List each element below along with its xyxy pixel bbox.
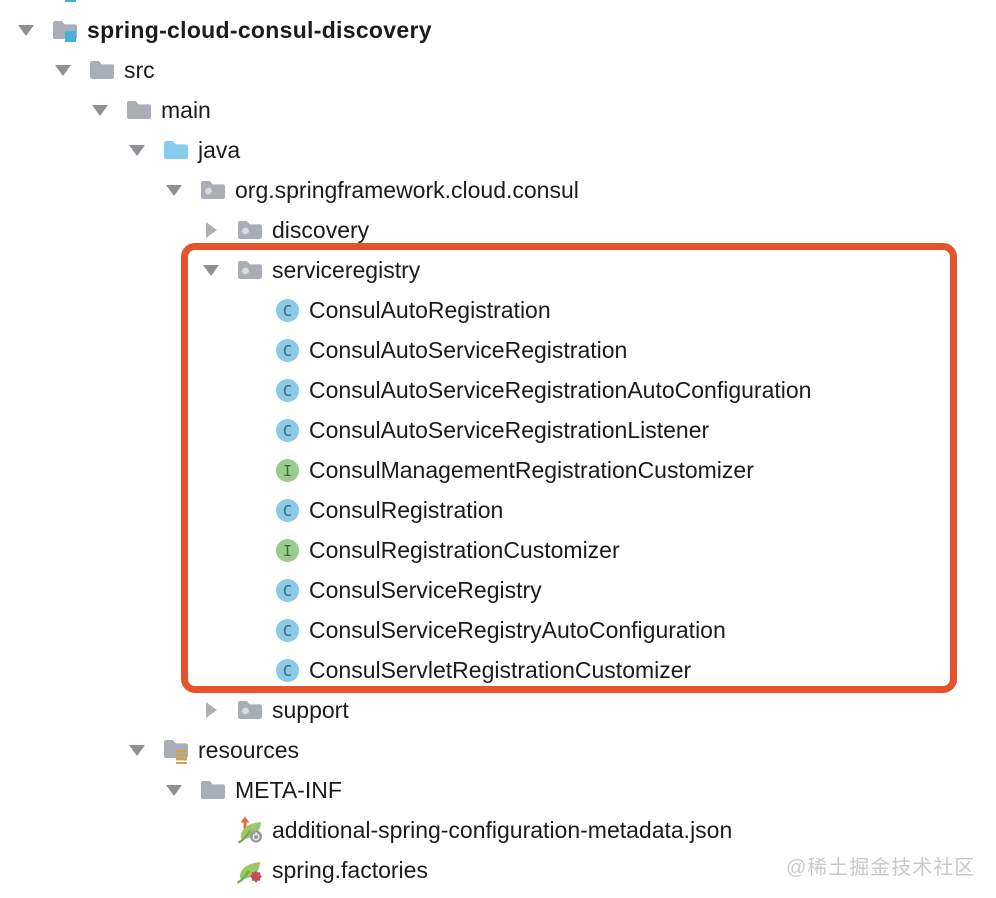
expand-arrow-icon[interactable] (203, 265, 237, 276)
svg-text:C: C (282, 301, 291, 319)
tree-item-org-springframework-cloud-consul[interactable]: org.springframework.cloud.consul (0, 170, 811, 210)
svg-text:C: C (282, 341, 291, 359)
tree-item-src[interactable]: src (0, 50, 811, 90)
tree-item-additional-spring-configuration-metadata-json[interactable]: additional-spring-configuration-metadata… (0, 810, 811, 850)
tree-item-label: spring.factories (272, 857, 428, 883)
tree-item-clipped-top-row[interactable] (0, 0, 811, 10)
svg-text:C: C (282, 421, 291, 439)
tree-item-consulregistrationcustomizer[interactable]: I ConsulRegistrationCustomizer (0, 530, 811, 570)
folder-icon (89, 57, 115, 84)
expand-arrow-icon[interactable] (166, 185, 200, 196)
tree-item-consulautoserviceregistrationautoconfiguration[interactable]: C ConsulAutoServiceRegistrationAutoConfig… (0, 370, 811, 410)
tree-item-label: META-INF (235, 777, 342, 803)
tree-item-label: spring-cloud-consul-discovery (87, 17, 432, 43)
tree-item-label: serviceregistry (272, 257, 421, 283)
svg-text:I: I (282, 541, 291, 559)
tree-item-label: ConsulServiceRegistryAutoConfiguration (309, 617, 726, 643)
tree-item-label: java (198, 137, 241, 163)
tree-item-support[interactable]: support (0, 690, 811, 730)
tree-item-label: org.springframework.cloud.consul (235, 177, 579, 203)
class-icon: C (274, 617, 300, 644)
svg-text:C: C (282, 501, 291, 519)
tree-item-label: ConsulServiceRegistry (309, 577, 542, 603)
tree-item-label: ConsulAutoServiceRegistrationListener (309, 417, 710, 443)
tree-item-label: ConsulServletRegistrationCustomizer (309, 657, 692, 683)
tree-item-label: support (272, 697, 349, 723)
spring-leaf-star-icon (237, 857, 263, 884)
tree-item-label: additional-spring-configuration-metadata… (272, 817, 733, 843)
svg-text:C: C (282, 661, 291, 679)
module-folder-icon (52, 17, 78, 44)
tree-item-spring-factories[interactable]: spring.factories (0, 850, 811, 890)
expand-arrow-icon[interactable] (18, 25, 52, 36)
svg-text:I: I (282, 461, 291, 479)
source-folder-icon (163, 137, 189, 164)
tree-item-label: ConsulRegistration (309, 497, 504, 523)
tree-item-label: main (161, 97, 211, 123)
folder-icon (200, 777, 226, 804)
expand-arrow-icon[interactable] (166, 785, 200, 796)
tree-item-serviceregistry[interactable]: serviceregistry (0, 250, 811, 290)
tree-item-resources[interactable]: resources (0, 730, 811, 770)
folder-icon (126, 97, 152, 124)
class-icon: C (274, 497, 300, 524)
watermark: @稀土掘金技术社区 (786, 857, 976, 879)
tree-item-consulmanagementregistrationcustomizer[interactable]: I ConsulManagementRegistrationCustomizer (0, 450, 811, 490)
expand-arrow-icon[interactable] (129, 745, 163, 756)
class-icon: C (274, 337, 300, 364)
tree-item-label: ConsulAutoRegistration (309, 297, 551, 323)
tree-item-consulserviceregistry[interactable]: C ConsulServiceRegistry (0, 570, 811, 610)
tree-item-consulautoserviceregistration[interactable]: C ConsulAutoServiceRegistration (0, 330, 811, 370)
tree-item-meta-inf[interactable]: META-INF (0, 770, 811, 810)
tree-item-consulautoregistration[interactable]: C ConsulAutoRegistration (0, 290, 811, 330)
tree-item-spring-cloud-consul-discovery[interactable]: spring-cloud-consul-discovery (0, 10, 811, 50)
tree-item-consulregistration[interactable]: C ConsulRegistration (0, 490, 811, 530)
svg-text:C: C (282, 621, 291, 639)
expand-arrow-icon[interactable] (92, 105, 126, 116)
tree-item-main[interactable]: main (0, 90, 811, 130)
expand-arrow-icon[interactable] (55, 65, 89, 76)
collapse-arrow-icon[interactable] (203, 222, 237, 238)
svg-text:C: C (282, 381, 291, 399)
tree-item-label: src (124, 57, 155, 83)
tree-item-java[interactable]: java (0, 130, 811, 170)
resources-folder-icon (163, 737, 189, 764)
class-icon: C (274, 657, 300, 684)
collapse-arrow-icon[interactable] (203, 702, 237, 718)
package-icon (200, 177, 226, 204)
package-icon (237, 257, 263, 284)
tree-item-label: ConsulManagementRegistrationCustomizer (309, 457, 754, 483)
tree-item-consulservletregistrationcustomizer[interactable]: C ConsulServletRegistrationCustomizer (0, 650, 811, 690)
tree-item-label: discovery (272, 217, 370, 243)
package-icon (237, 217, 263, 244)
spring-leaf-gear-icon (237, 816, 263, 844)
class-icon: C (274, 577, 300, 604)
svg-text:C: C (282, 581, 291, 599)
module-folder-icon (52, 0, 78, 4)
interface-icon: I (274, 537, 300, 564)
class-icon: C (274, 297, 300, 324)
interface-icon: I (274, 457, 300, 484)
tree-item-label: ConsulAutoServiceRegistrationAutoConfigu… (309, 377, 812, 403)
class-icon: C (274, 377, 300, 404)
tree-item-discovery[interactable]: discovery (0, 210, 811, 250)
package-icon (237, 697, 263, 724)
expand-arrow-icon[interactable] (129, 145, 163, 156)
tree-item-label: ConsulAutoServiceRegistration (309, 337, 628, 363)
tree-item-consulautoserviceregistrationlistener[interactable]: C ConsulAutoServiceRegistrationListener (0, 410, 811, 450)
tree-item-consulserviceregistryautoconfiguration[interactable]: C ConsulServiceRegistryAutoConfiguration (0, 610, 811, 650)
tree-item-label: resources (198, 737, 299, 763)
class-icon: C (274, 417, 300, 444)
tree-item-label: ConsulRegistrationCustomizer (309, 537, 620, 563)
